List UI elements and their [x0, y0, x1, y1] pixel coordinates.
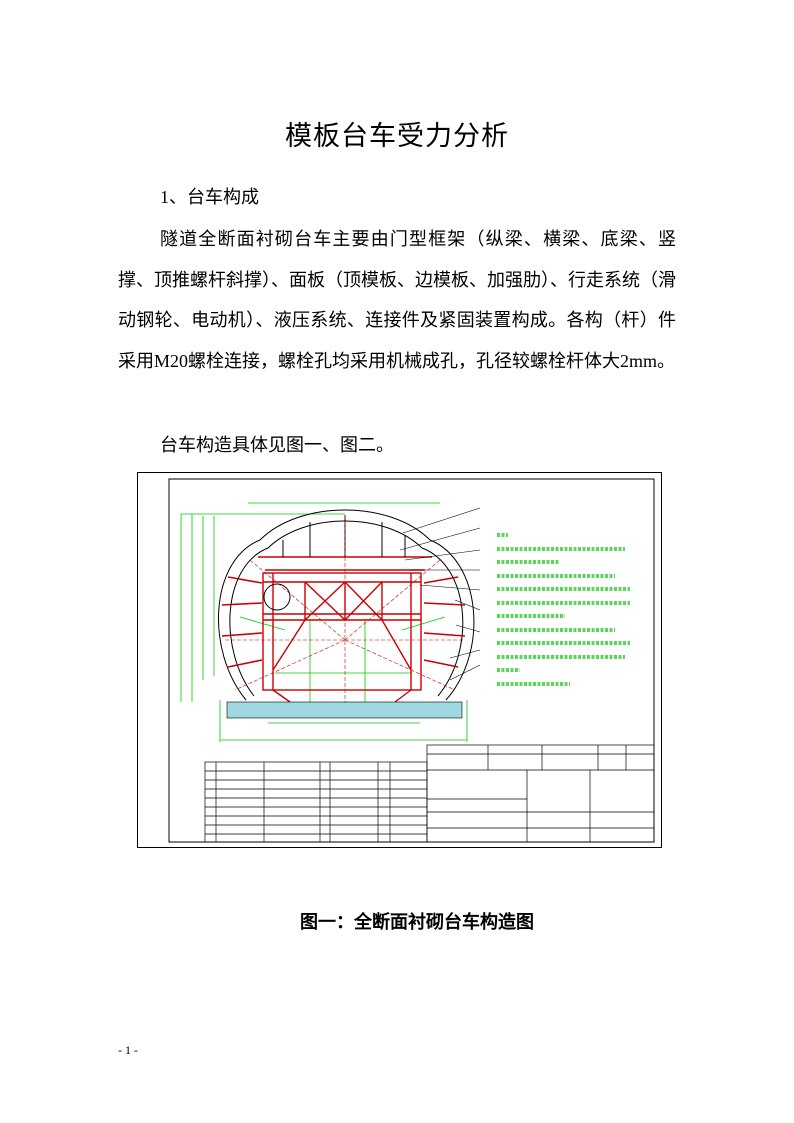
dimension-lines	[180, 502, 468, 742]
page-number: - 1 -	[118, 1043, 138, 1057]
document-title: 模板台车受力分析	[285, 121, 509, 151]
figure-caption: 图一：全断面衬砌台车构造图	[300, 912, 534, 932]
ground-slab	[226, 701, 463, 719]
drawing-notes	[497, 533, 630, 686]
section-heading: 1、台车构成	[160, 187, 259, 207]
motor-circle	[263, 583, 291, 611]
body-paragraph: 隧道全断面衬砌台车主要由门型框架（纵梁、横梁、底梁、竖撑、顶推螺杆斜撑）、面板（…	[118, 229, 676, 371]
leader-lines	[399, 507, 481, 681]
trolley-structure-drawing	[137, 472, 662, 848]
figure-reference: 台车构造具体见图一、图二。	[160, 435, 394, 455]
center-lines	[225, 515, 465, 702]
title-block	[204, 744, 655, 843]
